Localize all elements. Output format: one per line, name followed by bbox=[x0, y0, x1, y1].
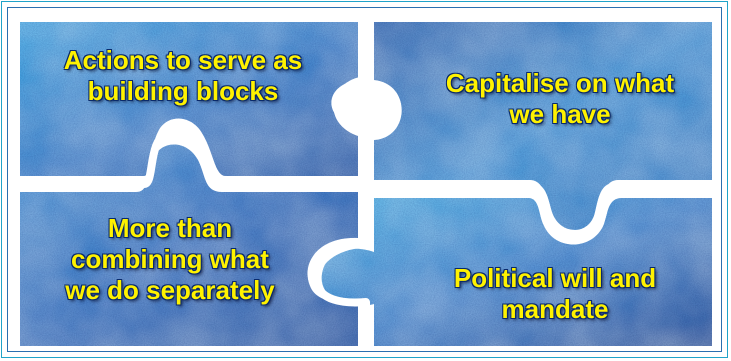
puzzle-seam-horizontal bbox=[20, 125, 712, 238]
puzzle-piece-bottom-left bbox=[20, 144, 358, 346]
label-line: we have bbox=[509, 99, 611, 129]
puzzle-piece-bottom-right bbox=[321, 198, 712, 346]
label-capitalise: Capitalise on what we have bbox=[400, 68, 720, 130]
label-line: Political will and bbox=[453, 263, 657, 293]
label-political-will: Political will and mandate bbox=[395, 263, 715, 325]
label-building-blocks: Actions to serve as building blocks bbox=[18, 45, 348, 107]
label-line: Actions to serve as bbox=[63, 45, 303, 75]
inner-border bbox=[7, 7, 722, 352]
puzzle-seam-vertical bbox=[311, 22, 370, 346]
label-line: More than bbox=[107, 213, 233, 243]
label-line: we do separately bbox=[65, 275, 275, 305]
label-line: combining what bbox=[71, 244, 269, 274]
puzzle-piece-top-right bbox=[374, 22, 712, 230]
puzzle-piece-top-left bbox=[20, 22, 358, 176]
label-line: Capitalise on what bbox=[445, 68, 675, 98]
label-more-than-combining: More than combining what we do separatel… bbox=[20, 213, 320, 306]
label-line: building blocks bbox=[87, 76, 279, 106]
label-line: mandate bbox=[501, 294, 609, 324]
